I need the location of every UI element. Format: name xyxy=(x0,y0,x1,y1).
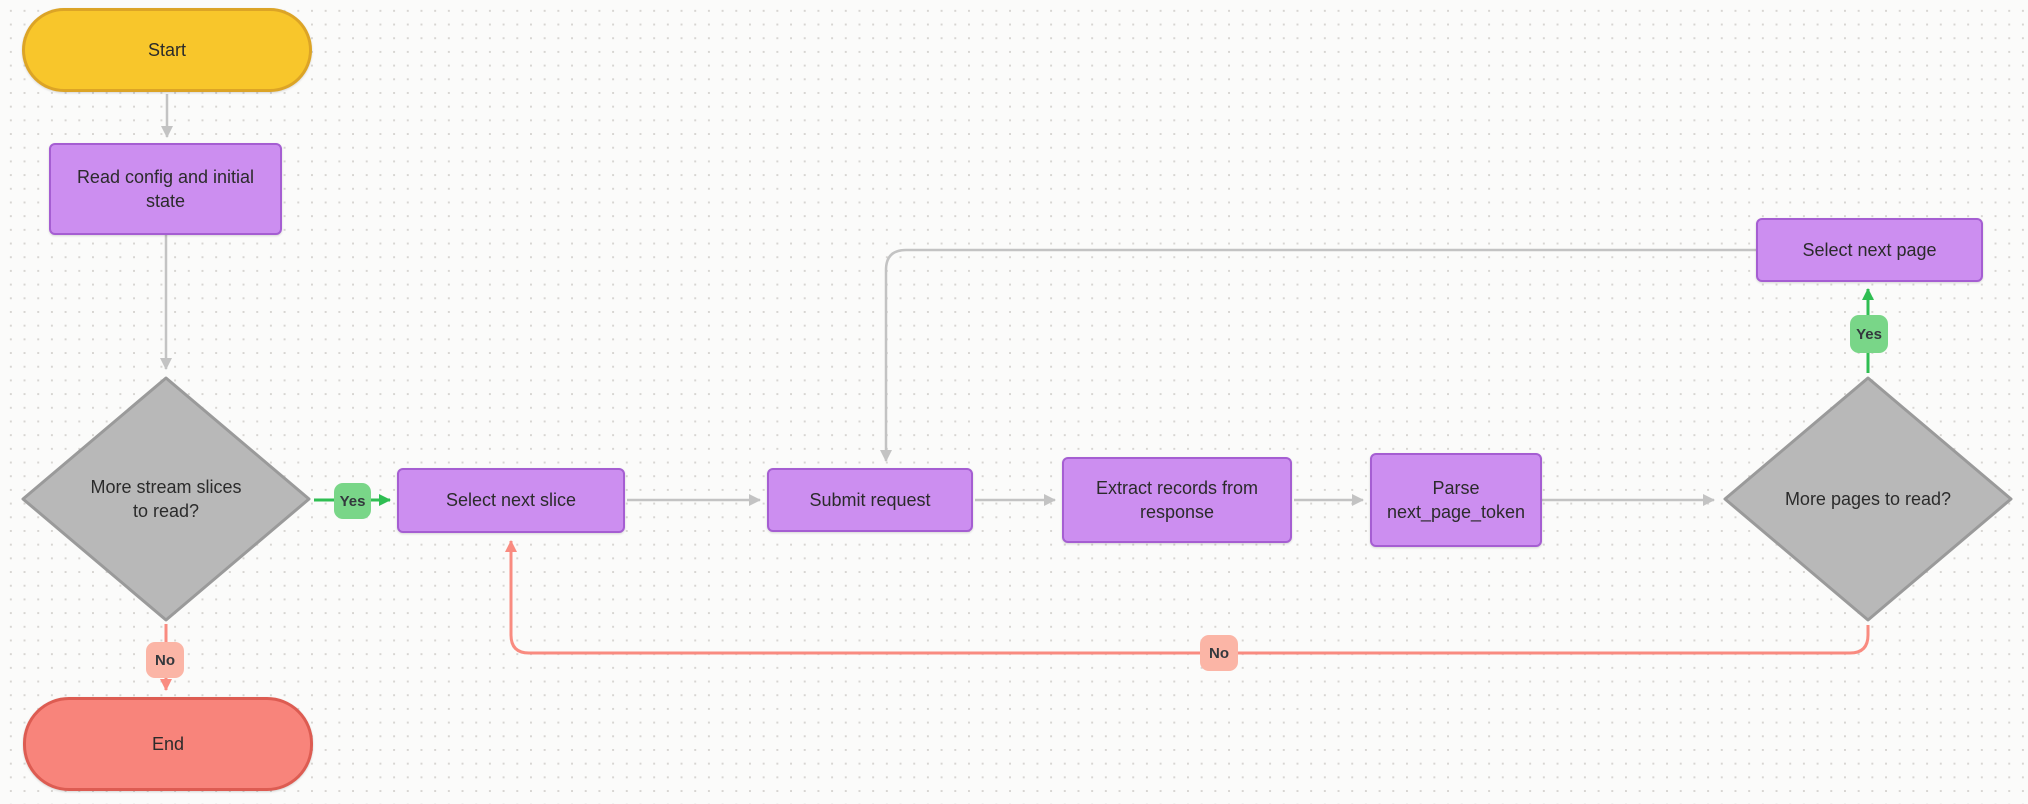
edge-label-pages-yes: Yes xyxy=(1850,315,1888,353)
node-submit-request: Submit request xyxy=(767,468,973,532)
node-select-next-slice-label: Select next slice xyxy=(445,490,577,511)
node-parse-next-page-token-label: Parse next_page_token xyxy=(1386,477,1526,522)
node-parse-next-page-token: Parse next_page_token xyxy=(1370,453,1542,547)
edge-label-slices-no: No xyxy=(146,642,184,678)
node-select-next-page: Select next page xyxy=(1756,218,1983,282)
decision-diamond-shape xyxy=(21,376,311,622)
node-extract-records-label: Extract records from response xyxy=(1095,477,1259,522)
node-extract-records: Extract records from response xyxy=(1062,457,1292,543)
node-more-pages-label: More pages to read? xyxy=(1784,488,1952,509)
edge-label-slices-yes: Yes xyxy=(334,483,371,519)
node-more-stream-slices-label: More stream slices to read? xyxy=(90,476,242,521)
node-end: End xyxy=(23,697,313,791)
node-select-next-page-label: Select next page xyxy=(1802,239,1937,260)
node-submit-request-label: Submit request xyxy=(809,489,931,510)
node-read-config: Read config and initial state xyxy=(49,143,282,235)
node-start: Start xyxy=(22,8,312,92)
node-select-next-slice: Select next slice xyxy=(397,468,625,533)
node-more-pages: More pages to read? xyxy=(1721,374,2015,624)
node-more-stream-slices: More stream slices to read? xyxy=(19,374,313,624)
decision-diamond-shape xyxy=(1723,376,2013,622)
edge-label-pages-no: No xyxy=(1200,635,1238,671)
node-end-label: End xyxy=(151,733,185,754)
node-start-label: Start xyxy=(147,39,186,60)
node-read-config-label: Read config and initial state xyxy=(76,166,255,211)
